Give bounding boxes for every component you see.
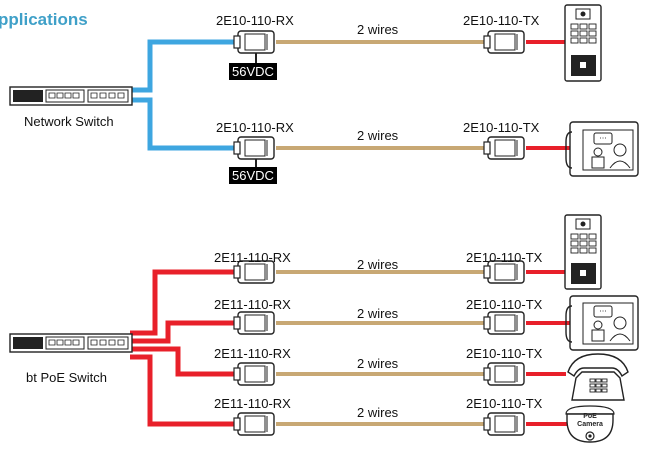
svg-text:···: ··· [599,307,607,316]
tx-label: 2E10-110-TX [466,297,543,312]
extender-rx-icon [233,136,275,160]
tx-label: 2E10-110-TX [466,250,543,265]
svg-text:···: ··· [599,134,607,143]
wires-label: 2 wires [357,405,399,420]
page-title: pplications [0,10,88,29]
rx-label: 2E10-110-RX [216,120,294,135]
rx-label: 2E11-110-RX [214,346,291,361]
video-monitor-icon: ··· [565,121,639,177]
tx-label: 2E10-110-TX [466,346,543,361]
tx-label: 2E10-110-TX [463,13,540,28]
extender-tx-icon [483,362,525,386]
power-label: 56VDC [229,167,277,184]
extender-rx-icon [233,30,275,54]
rx-label: 2E11-110-RX [214,297,291,312]
poe-camera-icon: PoE Camera [565,405,615,443]
extender-rx-icon [233,362,275,386]
wires-label: 2 wires [357,257,399,272]
power-label: 56VDC [229,63,277,80]
top-wiring [130,39,570,168]
wires-label: 2 wires [357,22,399,37]
extender-tx-icon [483,30,525,54]
extender-rx-icon [233,412,275,436]
telephone-icon [567,353,629,401]
wires-label: 2 wires [357,128,399,143]
wires-label: 2 wires [357,356,399,371]
poe-switch-icon [9,333,133,353]
video-monitor-icon: ··· [565,295,639,351]
poe-switch-label: bt PoE Switch [26,370,107,385]
rx-label: 2E10-110-RX [216,13,294,28]
camera-text-camera: Camera [577,421,603,428]
extender-tx-icon [483,136,525,160]
wires-label: 2 wires [357,306,399,321]
door-station-icon [564,4,602,82]
network-switch-label: Network Switch [24,114,114,129]
tx-label: 2E10-110-TX [463,120,540,135]
network-switch-icon [9,86,133,106]
rx-label: 2E11-110-RX [214,250,291,265]
camera-text-poe: PoE [583,413,597,420]
extender-rx-icon [233,311,275,335]
rx-label: 2E11-110-RX [214,396,291,411]
door-station-icon [564,214,602,290]
tx-label: 2E10-110-TX [466,396,543,411]
extender-tx-icon [483,412,525,436]
extender-tx-icon [483,311,525,335]
